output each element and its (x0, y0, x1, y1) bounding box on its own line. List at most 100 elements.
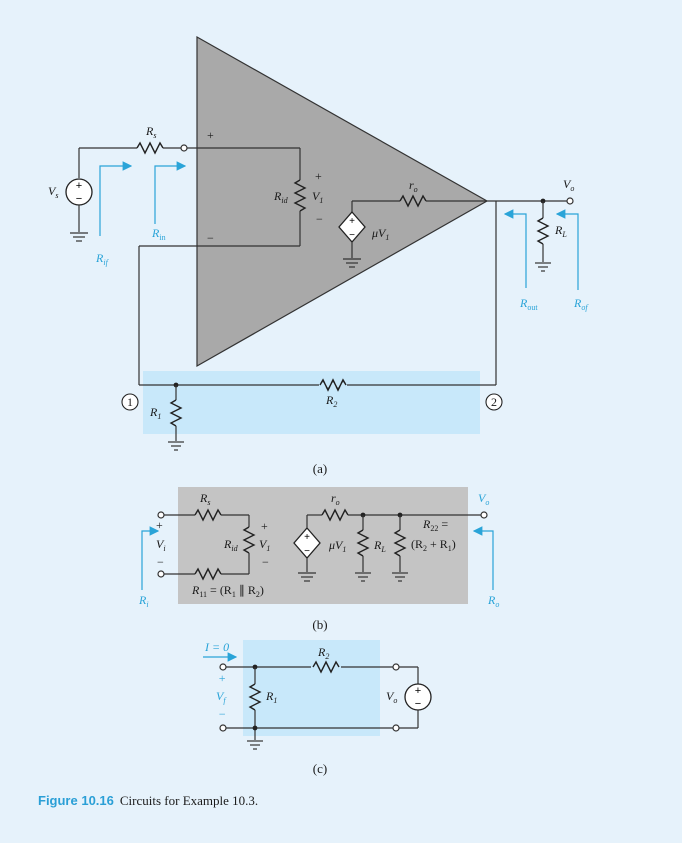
panel-a-caption: (a) (313, 461, 327, 476)
ro-sub: o (414, 185, 418, 194)
ro-out-sub: o (495, 600, 499, 609)
vf-sub: f (223, 696, 227, 705)
svg-text:Vi: Vi (156, 537, 166, 553)
r22-expr-sub1: 2 (423, 544, 427, 553)
rl-b-label: R (373, 538, 382, 552)
minus-input-sign: − (207, 231, 214, 245)
vf-minus: − (218, 707, 226, 721)
svg-text:Ri: Ri (138, 593, 149, 609)
svg-text:V1: V1 (259, 537, 270, 553)
svg-text:−: − (415, 698, 421, 710)
r1-c-label: R (265, 689, 274, 703)
svg-text:μV1: μV1 (328, 538, 346, 554)
vi-minus: − (157, 555, 164, 569)
svg-text:R2: R2 (317, 645, 329, 661)
v1-plus: + (315, 169, 322, 183)
svg-text:+: + (304, 532, 310, 543)
resistor-ro (399, 194, 427, 208)
rs-label: R (145, 124, 154, 138)
vo-c-sub: o (393, 696, 397, 705)
rid-b-label: R (223, 537, 232, 551)
r1-sub: 1 (157, 412, 161, 421)
svg-text:Rid: Rid (273, 189, 289, 205)
r22-expr-sub2: 1 (448, 544, 452, 553)
svg-text:ro: ro (409, 178, 418, 194)
ri-sub: i (146, 600, 148, 609)
svg-text:−: − (349, 230, 355, 241)
resistor-rs (136, 141, 164, 155)
r11-label: R (191, 583, 200, 597)
panel-c-highlight (243, 640, 380, 736)
svg-text:R2: R2 (325, 393, 337, 409)
svg-text:RL: RL (554, 223, 567, 239)
resistor-rl-b (356, 529, 370, 557)
v1-b-label: V (259, 537, 268, 551)
vi-plus: + (156, 518, 163, 532)
svg-text:Vs: Vs (48, 184, 58, 200)
vo-c-label: V (386, 689, 395, 703)
svg-text:+: + (415, 685, 421, 697)
vo-b-sub: o (485, 498, 489, 507)
mu-v1-sub: 1 (385, 233, 389, 242)
r11-expr-sub1: 1 (232, 590, 236, 599)
svg-text:Rin: Rin (151, 226, 166, 242)
r1-label: R (149, 405, 158, 419)
svg-text:R22 =: R22 = (422, 517, 448, 533)
rout-sub: out (527, 303, 538, 312)
vs-sub: s (55, 191, 58, 200)
rid-b-sub: id (231, 544, 238, 553)
rs-b-label: R (199, 491, 208, 505)
rout-label: R (519, 296, 528, 310)
resistor-rs-b (194, 508, 222, 522)
mu-v1-b-sub: 1 (342, 545, 346, 554)
impedance-arrows-b: Ri Ro (138, 526, 499, 609)
panel-c-caption: (c) (313, 761, 327, 776)
svg-text:Rid: Rid (223, 537, 239, 553)
r11-sub: 11 (199, 590, 207, 599)
r11-expr-end: ) (260, 583, 264, 597)
svg-text:Rs: Rs (199, 491, 210, 507)
rof-sub: of (581, 303, 589, 312)
r22-sub: 22 (430, 524, 438, 533)
rif-label: R (95, 251, 104, 265)
r22-expr: (R (411, 537, 423, 551)
figure-caption: Circuits for Example 10.3. (120, 793, 258, 808)
rl-b-sub: L (380, 545, 386, 554)
svg-text:+: + (349, 216, 355, 227)
ro-b-sub: o (336, 498, 340, 507)
v1-b-minus: − (262, 555, 269, 569)
svg-text:Vo: Vo (563, 177, 574, 193)
svg-text:Ro: Ro (487, 593, 499, 609)
r1-c-sub: 1 (273, 696, 277, 705)
panel-a: + − Vs Rs + − Rid + V1 − + − (48, 35, 589, 476)
ro-b-label: r (331, 491, 336, 505)
rin-sub: in (159, 233, 165, 242)
r2-sub: 2 (333, 400, 337, 409)
r2-c-sub: 2 (325, 652, 329, 661)
vi-label: V (156, 537, 165, 551)
resistor-r2-c (312, 660, 340, 674)
vf-label: V (216, 689, 225, 703)
v1-label: V (312, 189, 321, 203)
resistor-rl (536, 217, 550, 245)
svg-text:R11 = (R1 ∥ R2): R11 = (R1 ∥ R2) (191, 583, 264, 599)
svg-text:V1: V1 (312, 189, 323, 205)
svg-text:ro: ro (331, 491, 340, 507)
r11-expr-mid: ∥ R (236, 583, 256, 597)
svg-text:Vf: Vf (216, 689, 227, 705)
resistor-rid-b (242, 526, 256, 554)
svg-text:−: − (76, 193, 82, 205)
source-vs: + − Vs (48, 148, 93, 242)
svg-text:+: + (76, 180, 82, 192)
rin-label: R (151, 226, 160, 240)
r11-expr: = (R (207, 583, 232, 597)
svg-text:R1: R1 (265, 689, 277, 705)
r2-c-label: R (317, 645, 326, 659)
mu-v1-label: μV (371, 226, 387, 240)
svg-text:Rif: Rif (95, 251, 110, 267)
vo-b-label: V (478, 491, 487, 505)
resistor-r1 (169, 399, 183, 427)
v1-sub: 1 (319, 196, 323, 205)
amplifier-triangle (196, 35, 489, 368)
